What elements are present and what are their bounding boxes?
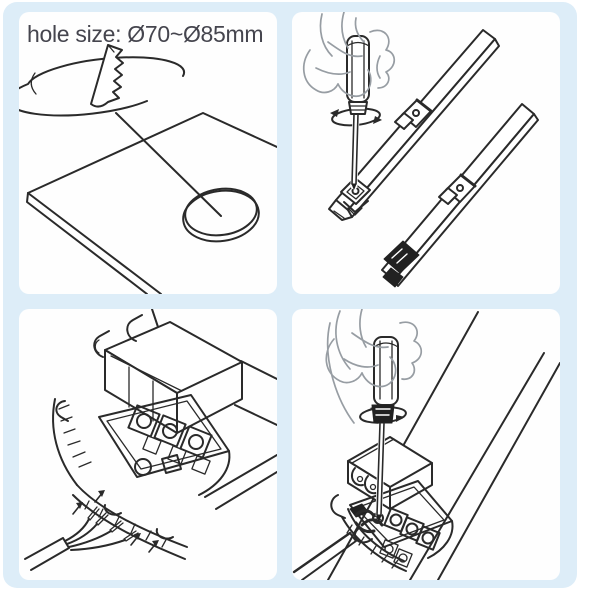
ceiling-board-icon	[26, 112, 277, 294]
panel-bracket-fixing	[292, 12, 560, 294]
mounting-bracket-icon	[394, 98, 433, 130]
cut-hole-icon	[19, 56, 186, 117]
terminal-screwing-illustration	[292, 309, 560, 580]
wire-insertion-illustration	[24, 309, 277, 571]
terminal-block-icon	[98, 394, 230, 478]
board-hole-icon	[182, 187, 260, 243]
terminal-block-icon	[341, 480, 454, 572]
end-connector-icon	[382, 240, 420, 288]
hole-cutting-illustration	[19, 44, 277, 294]
bracket-fixing-illustration	[302, 12, 539, 288]
screwdriver-icon	[371, 336, 399, 522]
fixture-body-icon	[151, 309, 277, 510]
panel-hole-cutting: hole size: Ø70~Ø85mm	[19, 12, 277, 294]
hole-size-caption: hole size: Ø70~Ø85mm	[27, 21, 264, 47]
panel-wire-insertion	[19, 309, 277, 580]
panel-terminal-screwing	[292, 309, 560, 580]
power-cable-icon	[292, 531, 357, 580]
insertion-arrow-icon	[72, 490, 159, 553]
screwdriver-icon	[346, 35, 370, 190]
box-shell	[52, 398, 231, 560]
hand-icon	[325, 309, 423, 424]
end-bracket-icon	[340, 177, 371, 216]
mounting-bracket-icon	[438, 173, 477, 205]
terminal-cover-icon	[55, 314, 243, 434]
hand-icon	[302, 12, 396, 97]
supply-wires-icon	[24, 490, 159, 571]
saw-blade-icon	[90, 44, 124, 108]
